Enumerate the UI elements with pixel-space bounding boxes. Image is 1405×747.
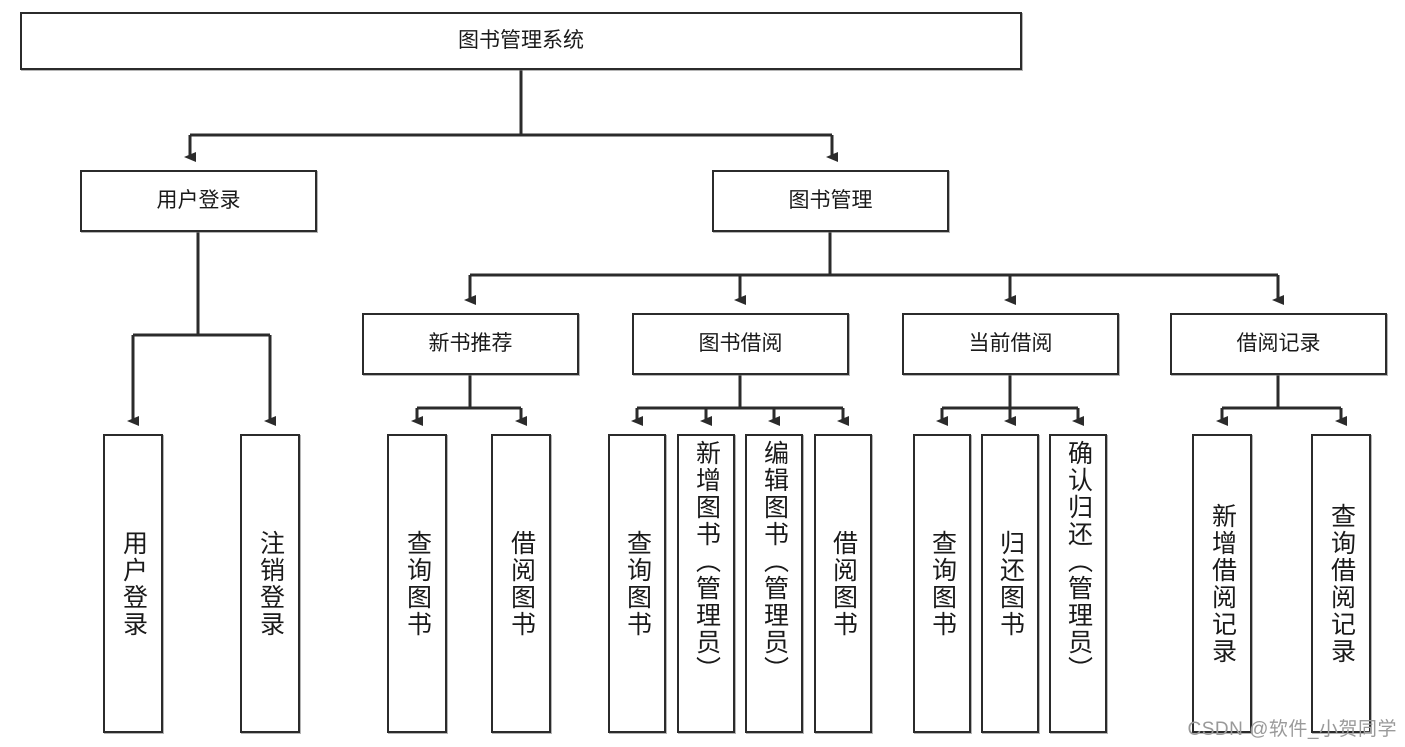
node-label: 图书管理系统	[458, 28, 584, 52]
node-label: 编辑图书（管理员）	[760, 440, 789, 683]
node-label: 用户登录	[156, 188, 241, 212]
leaf-confirm-return-admin[interactable]: 确认归还（管理员）	[1049, 434, 1107, 733]
node-label: 新增借阅记录	[1208, 502, 1237, 665]
node-label: 借阅图书	[507, 529, 536, 638]
leaf-query-book-recommend[interactable]: 查询图书	[387, 434, 447, 733]
node-label: 图书借阅	[698, 331, 783, 355]
node-label: 当前借阅	[968, 331, 1053, 355]
leaf-borrow-book[interactable]: 借阅图书	[814, 434, 872, 733]
node-label: 借阅图书	[829, 529, 858, 638]
leaf-query-borrow-record[interactable]: 查询借阅记录	[1311, 434, 1371, 733]
node-label: 确认归还（管理员）	[1064, 440, 1093, 683]
node-user-login[interactable]: 用户登录	[80, 170, 317, 232]
watermark: CSDN @软件_小贺同学	[1187, 719, 1397, 740]
node-borrow-record[interactable]: 借阅记录	[1170, 313, 1387, 375]
leaf-return-book[interactable]: 归还图书	[981, 434, 1039, 733]
leaf-add-borrow-record[interactable]: 新增借阅记录	[1192, 434, 1252, 733]
node-label: 归还图书	[996, 529, 1025, 638]
node-label: 查询图书	[928, 529, 957, 638]
node-label: 新增图书（管理员）	[692, 440, 721, 683]
leaf-add-book-admin[interactable]: 新增图书（管理员）	[677, 434, 735, 733]
leaf-query-book-borrow[interactable]: 查询图书	[608, 434, 666, 733]
node-label: 用户登录	[119, 529, 148, 638]
node-root-book-management-system[interactable]: 图书管理系统	[20, 12, 1022, 70]
leaf-logout[interactable]: 注销登录	[240, 434, 300, 733]
leaf-user-login[interactable]: 用户登录	[103, 434, 163, 733]
node-book-management[interactable]: 图书管理	[712, 170, 949, 232]
leaf-borrow-book-recommend[interactable]: 借阅图书	[491, 434, 551, 733]
node-label: 图书管理	[788, 188, 873, 212]
node-label: 查询图书	[623, 529, 652, 638]
node-current-borrow[interactable]: 当前借阅	[902, 313, 1119, 375]
node-label: 新书推荐	[428, 331, 513, 355]
node-label: 查询图书	[403, 529, 432, 638]
node-label: 借阅记录	[1236, 331, 1321, 355]
node-label: 注销登录	[256, 529, 285, 638]
node-book-borrow[interactable]: 图书借阅	[632, 313, 849, 375]
leaf-query-book-current[interactable]: 查询图书	[913, 434, 971, 733]
leaf-edit-book-admin[interactable]: 编辑图书（管理员）	[745, 434, 803, 733]
node-new-book-recommend[interactable]: 新书推荐	[362, 313, 579, 375]
node-label: 查询借阅记录	[1327, 502, 1356, 665]
